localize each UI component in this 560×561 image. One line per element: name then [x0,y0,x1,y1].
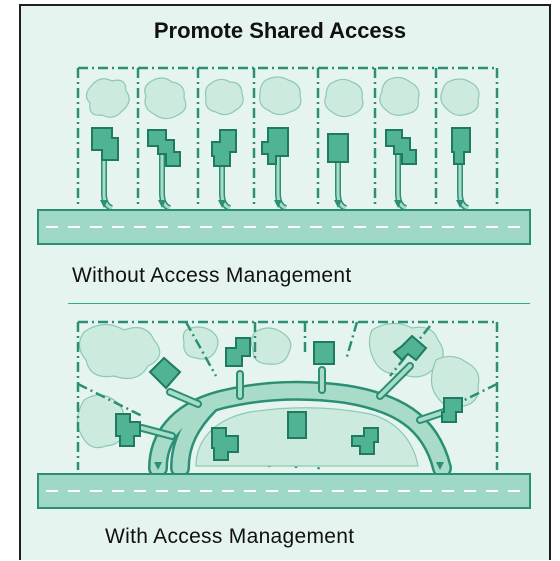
top-arrows [100,200,464,208]
diagram-title: Promote Shared Access [153,18,407,43]
bottom-loop-road [150,383,450,476]
top-tree-clumps [85,76,480,120]
top-property-lines [76,66,499,208]
without-access-caption: Without Access Management [72,264,352,287]
bottom-driveways-fill [140,364,452,438]
top-site-plan [37,66,531,245]
bottom-site-plan [37,320,531,509]
section-divider [68,303,530,304]
with-access-caption: With Access Management [105,525,355,548]
bottom-road [37,473,531,509]
bottom-buildings [115,334,463,461]
top-road [37,209,531,245]
top-buildings [91,127,471,167]
bottom-arrows [154,462,444,470]
